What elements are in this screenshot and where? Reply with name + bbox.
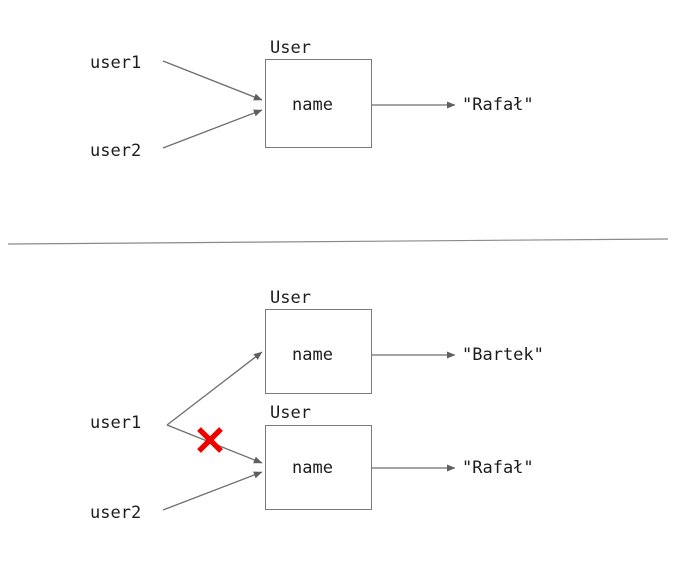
top-panel-edges <box>162 60 456 149</box>
entity-box-user-bottom-1 <box>265 309 372 394</box>
entity-box-user-top <box>265 59 372 148</box>
section-divider <box>7 238 669 245</box>
entity-box-user-bottom-2 <box>265 425 372 510</box>
entity-title-user-bottom-1: User <box>270 288 311 308</box>
value-label-rafal-top: "Rafał" <box>462 95 534 115</box>
variable-label-user2-top: user2 <box>90 141 142 161</box>
variable-label-user1-bottom: user1 <box>90 413 142 433</box>
edge-bottom-user1-to-user-a <box>166 351 263 426</box>
value-label-rafal-bottom: "Rafał" <box>462 458 534 478</box>
entity-field-name-top: name <box>292 95 333 115</box>
variable-label-user2-bottom: user2 <box>90 503 142 523</box>
entity-field-name-bottom-2: name <box>292 458 333 478</box>
entity-title-user-bottom-2: User <box>270 403 311 423</box>
value-label-bartek: "Bartek" <box>462 345 544 365</box>
edge-bottom-user2-to-user-b <box>162 471 263 511</box>
entity-title-user-top: User <box>270 38 311 58</box>
edge-top-user2-to-user <box>162 109 263 149</box>
edge-top-user1-to-user <box>162 60 263 101</box>
red-cross-icon <box>197 427 223 453</box>
variable-label-user1-top: user1 <box>90 53 142 73</box>
entity-field-name-bottom-1: name <box>292 345 333 365</box>
